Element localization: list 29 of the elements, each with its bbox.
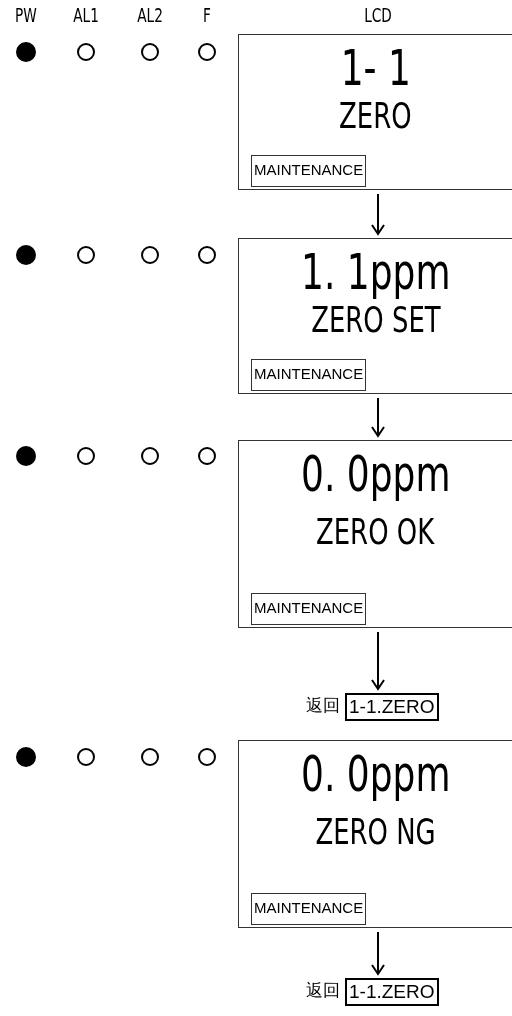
note-text: 返回: [306, 694, 340, 717]
status-text: ZERO SET: [310, 299, 441, 340]
column-label: AL1: [72, 4, 100, 26]
mode-tag: MAINTENANCE: [251, 593, 367, 625]
menu-reference-box: 1-1.ZERO: [345, 978, 439, 1006]
mode-tag: MAINTENANCE: [251, 893, 367, 925]
status-text: ZERO OK: [316, 511, 435, 552]
note-text: 返回: [306, 979, 340, 1002]
lcd-screen: [238, 440, 512, 628]
arrow: [371, 397, 385, 437]
arrow: [371, 193, 385, 235]
status-text: ZERO NG: [315, 811, 436, 852]
lcd-screen: [238, 34, 512, 190]
column-label: LCD: [363, 4, 393, 26]
arrow: [371, 931, 385, 975]
lcd-screen: [238, 238, 512, 394]
reading-text: 0. 0ppm: [300, 445, 451, 503]
mode-tag: MAINTENANCE: [251, 155, 367, 187]
column-label: F: [202, 4, 212, 26]
reading-text: 1- 1: [340, 39, 411, 97]
lcd-screen: [238, 740, 512, 928]
column-label: AL2: [136, 4, 164, 26]
status-text: ZERO: [339, 95, 412, 136]
arrow: [371, 631, 385, 690]
mode-tag: MAINTENANCE: [251, 359, 367, 391]
column-label: PW: [14, 4, 38, 26]
menu-reference-box: 1-1.ZERO: [345, 693, 439, 721]
reading-text: 1. 1ppm: [300, 243, 451, 301]
reading-text: 0. 0ppm: [300, 745, 451, 803]
